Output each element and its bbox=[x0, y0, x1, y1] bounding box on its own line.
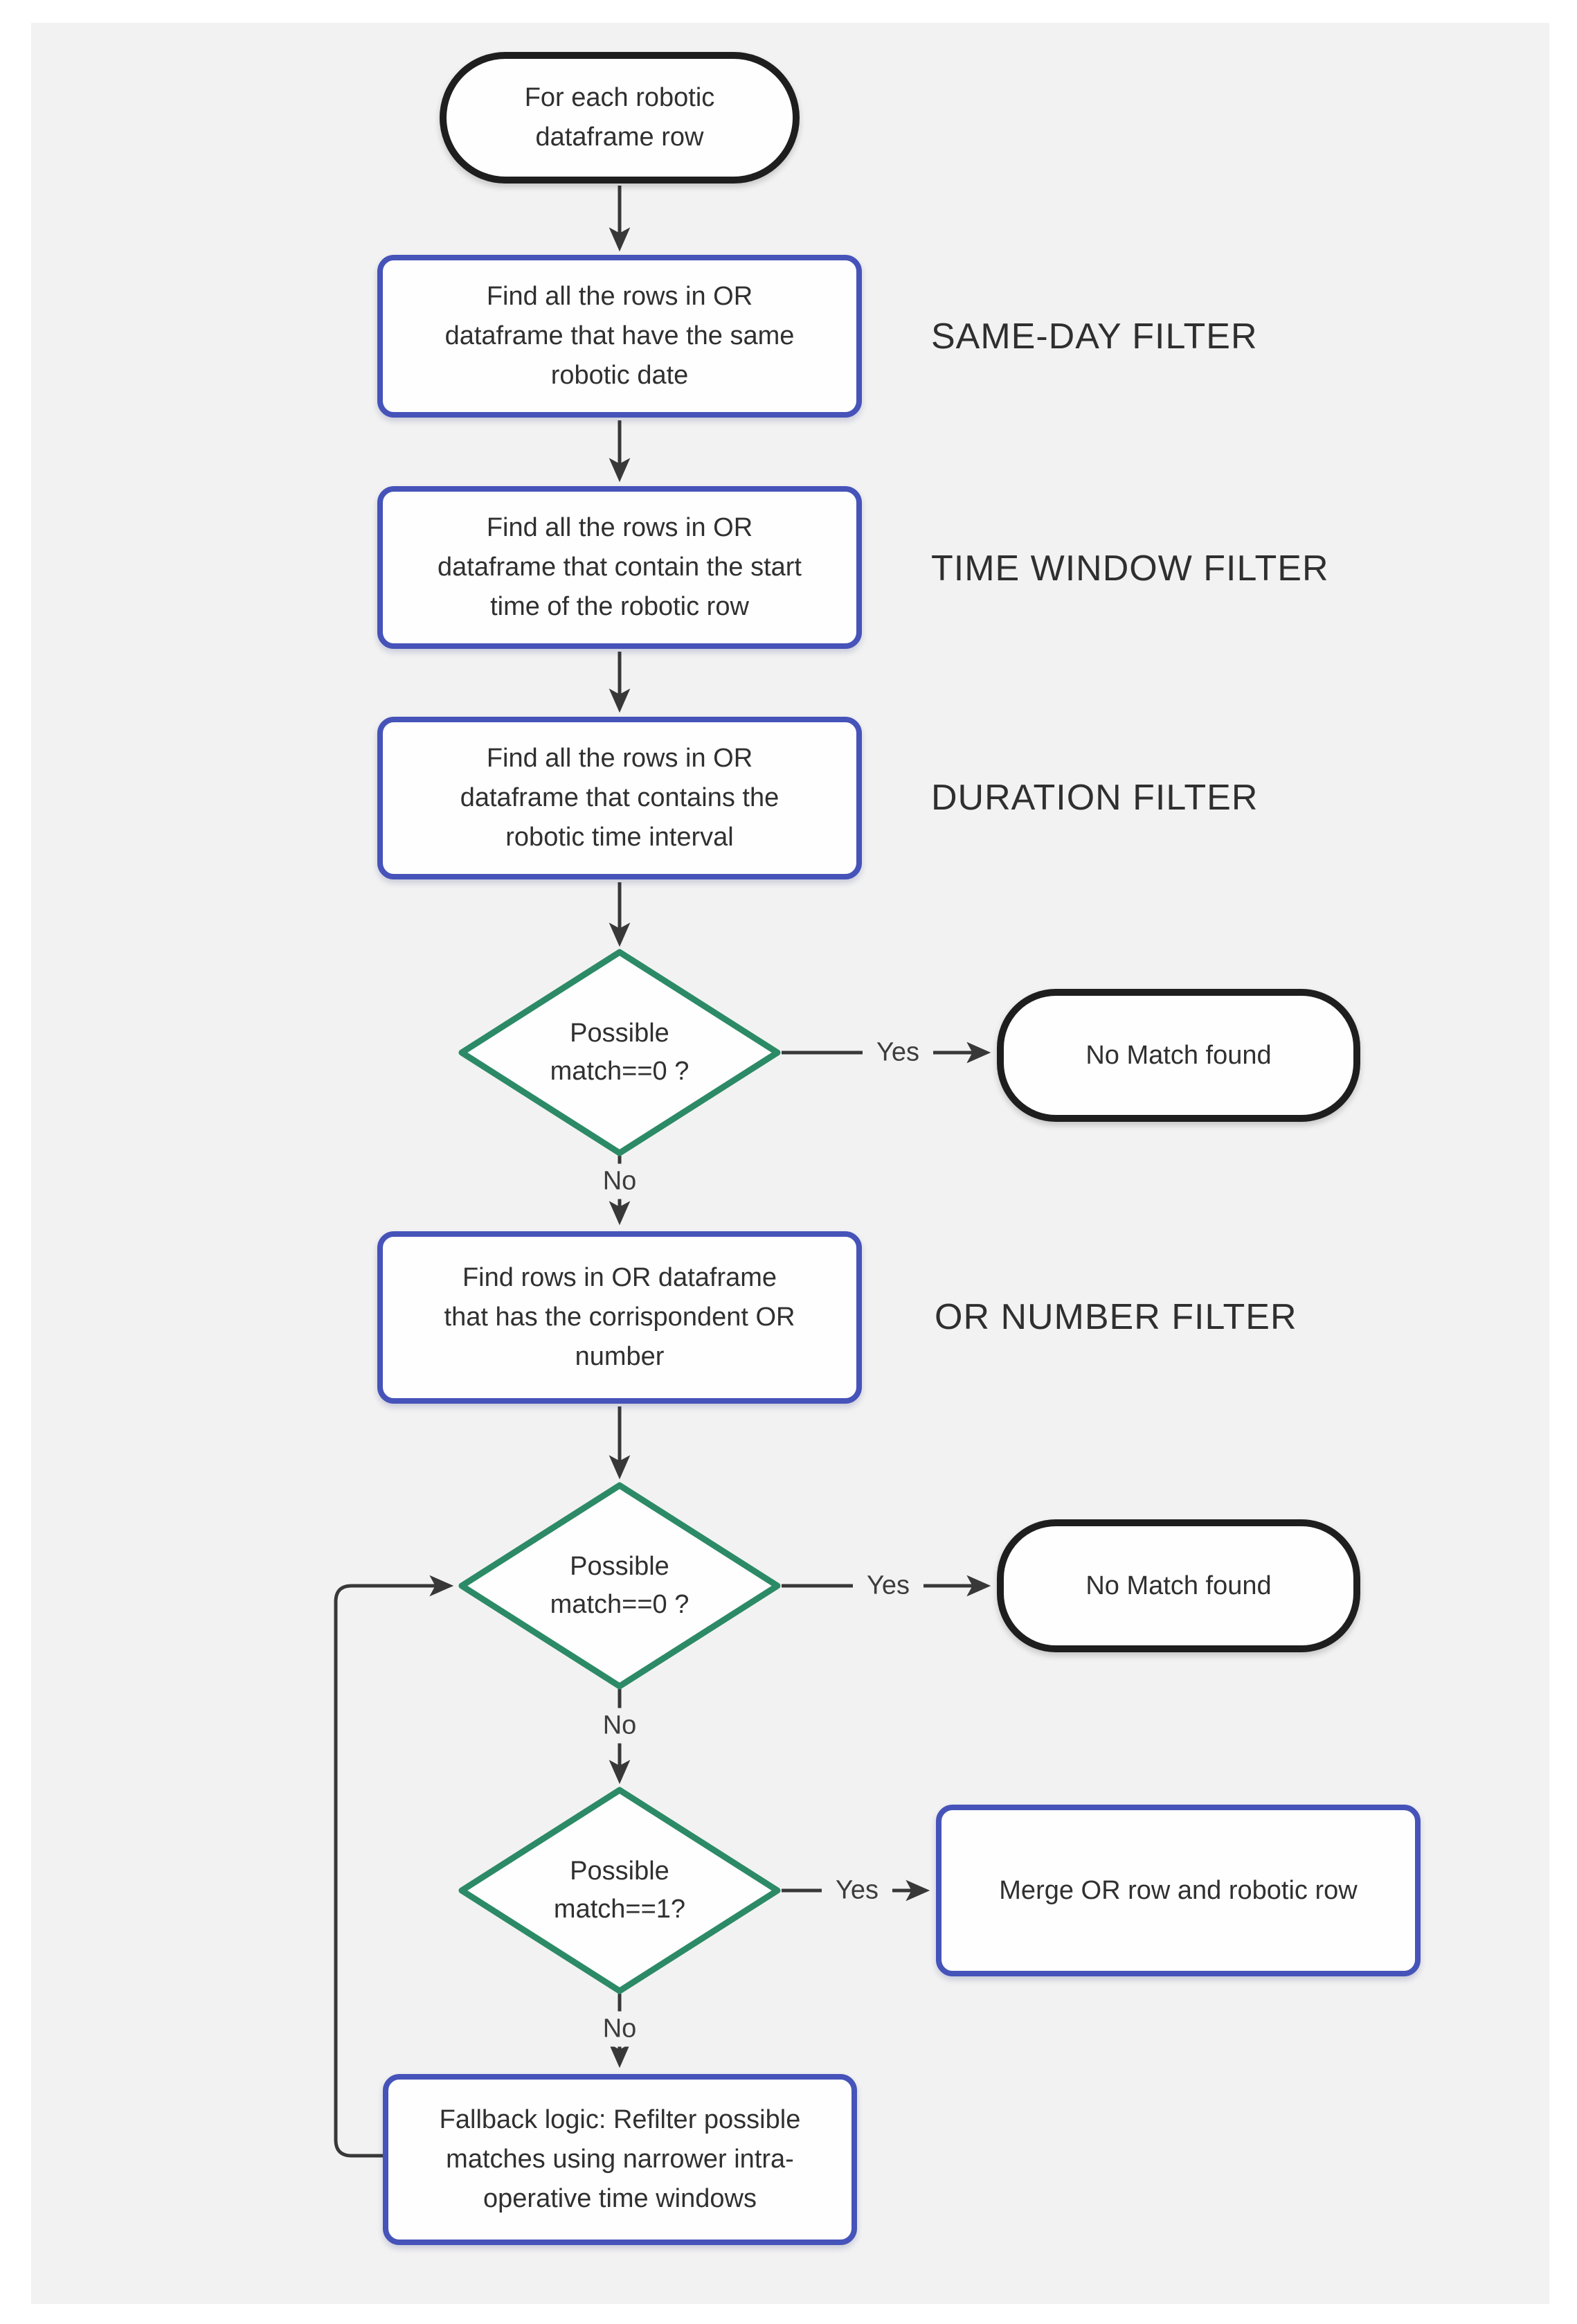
start-terminator-text: For each robotic dataframe row bbox=[524, 83, 715, 152]
decision2-text: Possible match==0 ? bbox=[550, 1551, 690, 1619]
process-or-number-filter: Find rows in OR dataframe that has the c… bbox=[377, 1231, 862, 1404]
process-fallback-text: Fallback logic: Refilter possible matche… bbox=[439, 2105, 801, 2213]
terminator-no-match-1: No Match found bbox=[997, 989, 1360, 1122]
process-time-window-filter-text: Find all the rows in OR dataframe that c… bbox=[438, 513, 802, 621]
process-duration-filter: Find all the rows in OR dataframe that c… bbox=[377, 717, 862, 879]
edge-label-decision3-yes: Yes bbox=[822, 1874, 892, 1907]
process-same-day-filter-text: Find all the rows in OR dataframe that h… bbox=[444, 282, 795, 390]
process-same-day-filter: Find all the rows in OR dataframe that h… bbox=[377, 255, 862, 418]
decision1-text: Possible match==0 ? bbox=[550, 1018, 690, 1086]
process-fallback: Fallback logic: Refilter possible matche… bbox=[383, 2074, 857, 2245]
edge-label-decision1-no: No bbox=[593, 1163, 647, 1199]
terminator-no-match-1-text: No Match found bbox=[1085, 1040, 1272, 1070]
process-or-number-filter-text: Find rows in OR dataframe that has the c… bbox=[444, 1263, 795, 1371]
process-merge: Merge OR row and robotic row bbox=[936, 1805, 1421, 1976]
connector-fallback-loop-to-decision2 bbox=[334, 1575, 454, 2158]
start-terminator: For each robotic dataframe row bbox=[440, 52, 800, 184]
process-time-window-filter: Find all the rows in OR dataframe that c… bbox=[377, 486, 862, 649]
terminator-no-match-2-text: No Match found bbox=[1085, 1571, 1272, 1600]
decision3-shape bbox=[458, 1787, 781, 1994]
decision2-shape bbox=[458, 1482, 781, 1690]
annotation-time-window-filter: TIME WINDOW FILTER bbox=[931, 548, 1329, 589]
annotation-or-number-filter: OR NUMBER FILTER bbox=[935, 1297, 1297, 1337]
edge-label-decision2-yes: Yes bbox=[853, 1569, 923, 1602]
decision1-shape bbox=[458, 949, 781, 1156]
edge-label-decision1-yes: Yes bbox=[863, 1036, 933, 1069]
annotation-duration-filter: DURATION FILTER bbox=[931, 778, 1259, 818]
annotation-same-day-filter: SAME-DAY FILTER bbox=[931, 316, 1258, 357]
edge-label-decision3-no: No bbox=[593, 2011, 647, 2047]
process-duration-filter-text: Find all the rows in OR dataframe that c… bbox=[460, 744, 780, 852]
process-merge-text: Merge OR row and robotic row bbox=[999, 1875, 1358, 1905]
decision3-text: Possible match==1? bbox=[553, 1856, 686, 1924]
terminator-no-match-2: No Match found bbox=[997, 1519, 1360, 1652]
edge-label-decision2-no: No bbox=[593, 1708, 647, 1744]
